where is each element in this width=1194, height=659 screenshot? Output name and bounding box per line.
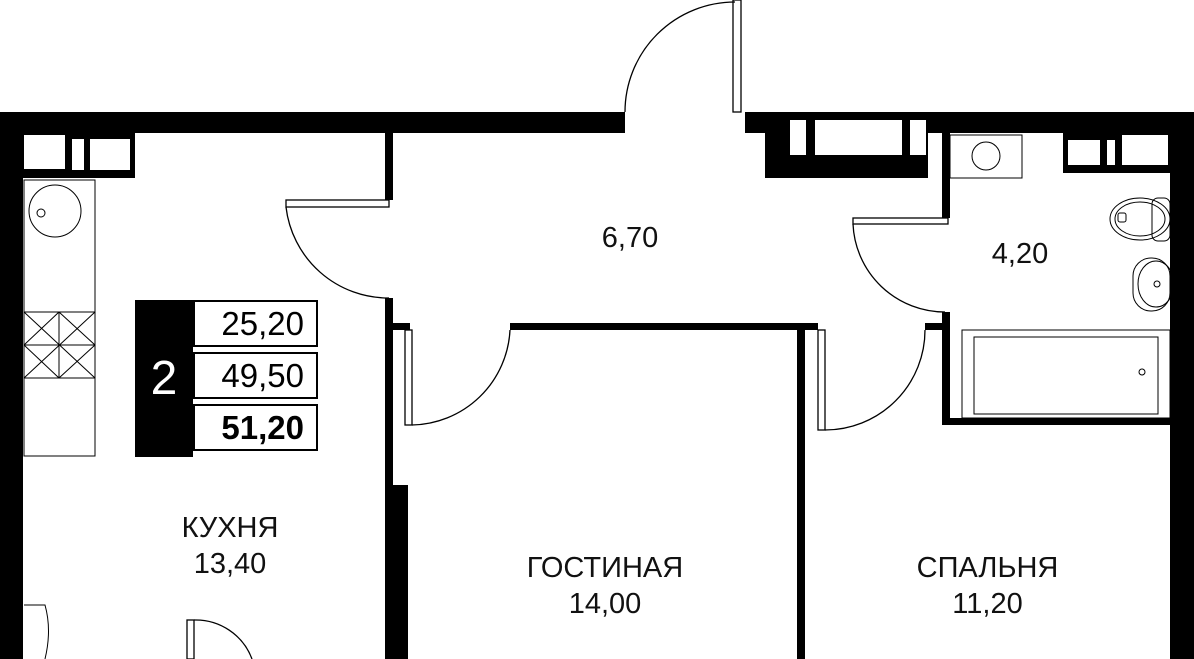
room-name: СПАЛЬНЯ <box>916 552 1059 584</box>
room-area: 4,20 <box>991 238 1049 270</box>
toilet-icon <box>1109 197 1171 242</box>
doors <box>186 0 949 659</box>
stove-icon <box>23 311 96 379</box>
rooms-count: 2 <box>135 300 193 457</box>
room-area: 6,70 <box>601 222 659 254</box>
room-bathroom: 4,20 <box>950 236 1090 272</box>
windows <box>24 120 1168 170</box>
area-without-balcony: 49,50 <box>193 352 318 399</box>
room-living: ГОСТИНАЯ 14,00 <box>500 550 710 622</box>
apartment-summary: 2 25,20 49,50 51,20 <box>135 300 322 457</box>
fridge-icon <box>24 604 49 659</box>
room-kitchen: КУХНЯ 13,40 <box>150 510 310 582</box>
washbasin-icon <box>1132 257 1175 312</box>
room-name: ГОСТИНАЯ <box>526 552 684 584</box>
total-area: 51,20 <box>193 404 318 451</box>
room-name: КУХНЯ <box>181 512 279 544</box>
washing-machine-icon <box>949 134 1023 179</box>
living-area: 25,20 <box>193 300 318 347</box>
bathtub-icon <box>961 329 1171 419</box>
room-bedroom: СПАЛЬНЯ 11,20 <box>890 550 1085 622</box>
room-area: 11,20 <box>952 588 1023 620</box>
fixtures <box>23 134 1175 659</box>
sink-icon <box>28 184 82 238</box>
room-area: 14,00 <box>568 588 642 620</box>
room-hallway: 6,70 <box>560 220 700 256</box>
room-area: 13,40 <box>193 548 267 580</box>
